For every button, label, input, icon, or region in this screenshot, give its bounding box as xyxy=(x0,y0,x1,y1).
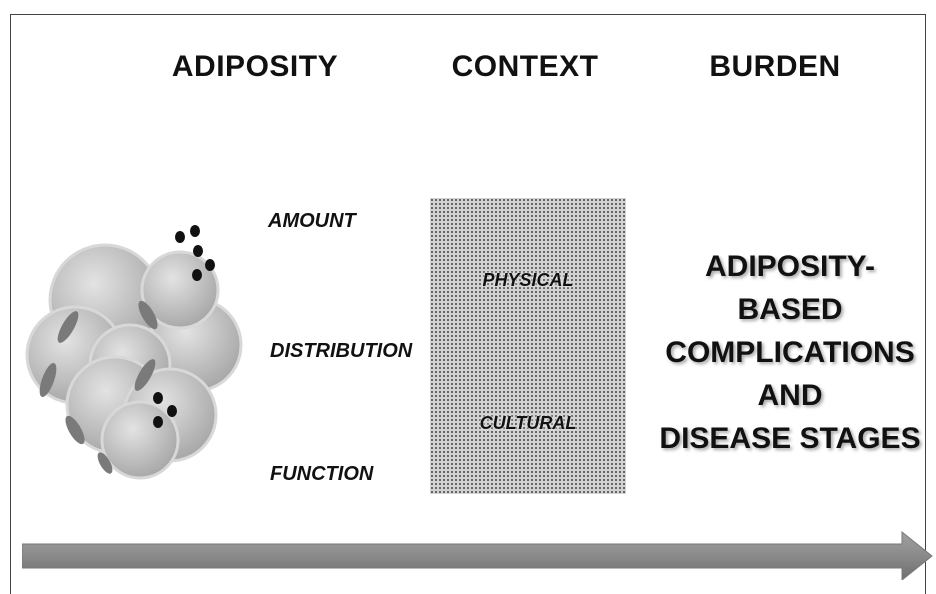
dot xyxy=(153,392,163,404)
aspect-function: FUNCTION xyxy=(270,463,374,485)
dot xyxy=(190,225,200,237)
right-arrow-icon xyxy=(22,530,933,580)
dot xyxy=(205,259,215,271)
nucleus xyxy=(65,415,85,445)
diagram-frame xyxy=(10,14,926,594)
context-box: PHYSICAL CULTURAL xyxy=(430,198,626,494)
nucleus xyxy=(39,362,57,398)
dot xyxy=(153,416,163,428)
header-burden: BURDEN xyxy=(709,50,841,83)
outcome-line: COMPLICATIONS xyxy=(665,336,915,369)
dot xyxy=(192,269,202,281)
outcome-line: BASED xyxy=(737,293,843,326)
dot xyxy=(193,245,203,257)
adipocyte xyxy=(100,400,180,480)
outcome-line: AND xyxy=(757,379,823,412)
header-context: CONTEXT xyxy=(451,50,599,83)
outcome-line: ADIPOSITY- xyxy=(704,250,876,283)
nucleus xyxy=(97,452,113,474)
dot xyxy=(167,405,177,417)
burden-outcome: ADIPOSITY- BASED COMPLICATIONS AND DISEA… xyxy=(650,245,930,460)
fat-cell-cluster-icon xyxy=(25,225,243,480)
nucleus xyxy=(57,311,79,343)
nucleus xyxy=(138,300,158,330)
context-physical: PHYSICAL xyxy=(482,270,574,290)
outcome-line: DISEASE STAGES xyxy=(659,422,921,455)
aspect-amount: AMOUNT xyxy=(268,210,356,232)
aspect-distribution: DISTRIBUTION xyxy=(270,340,413,362)
dot xyxy=(175,231,185,243)
header-adiposity: ADIPOSITY xyxy=(171,50,339,83)
nucleus xyxy=(134,359,156,391)
context-cultural: CULTURAL xyxy=(479,413,577,433)
